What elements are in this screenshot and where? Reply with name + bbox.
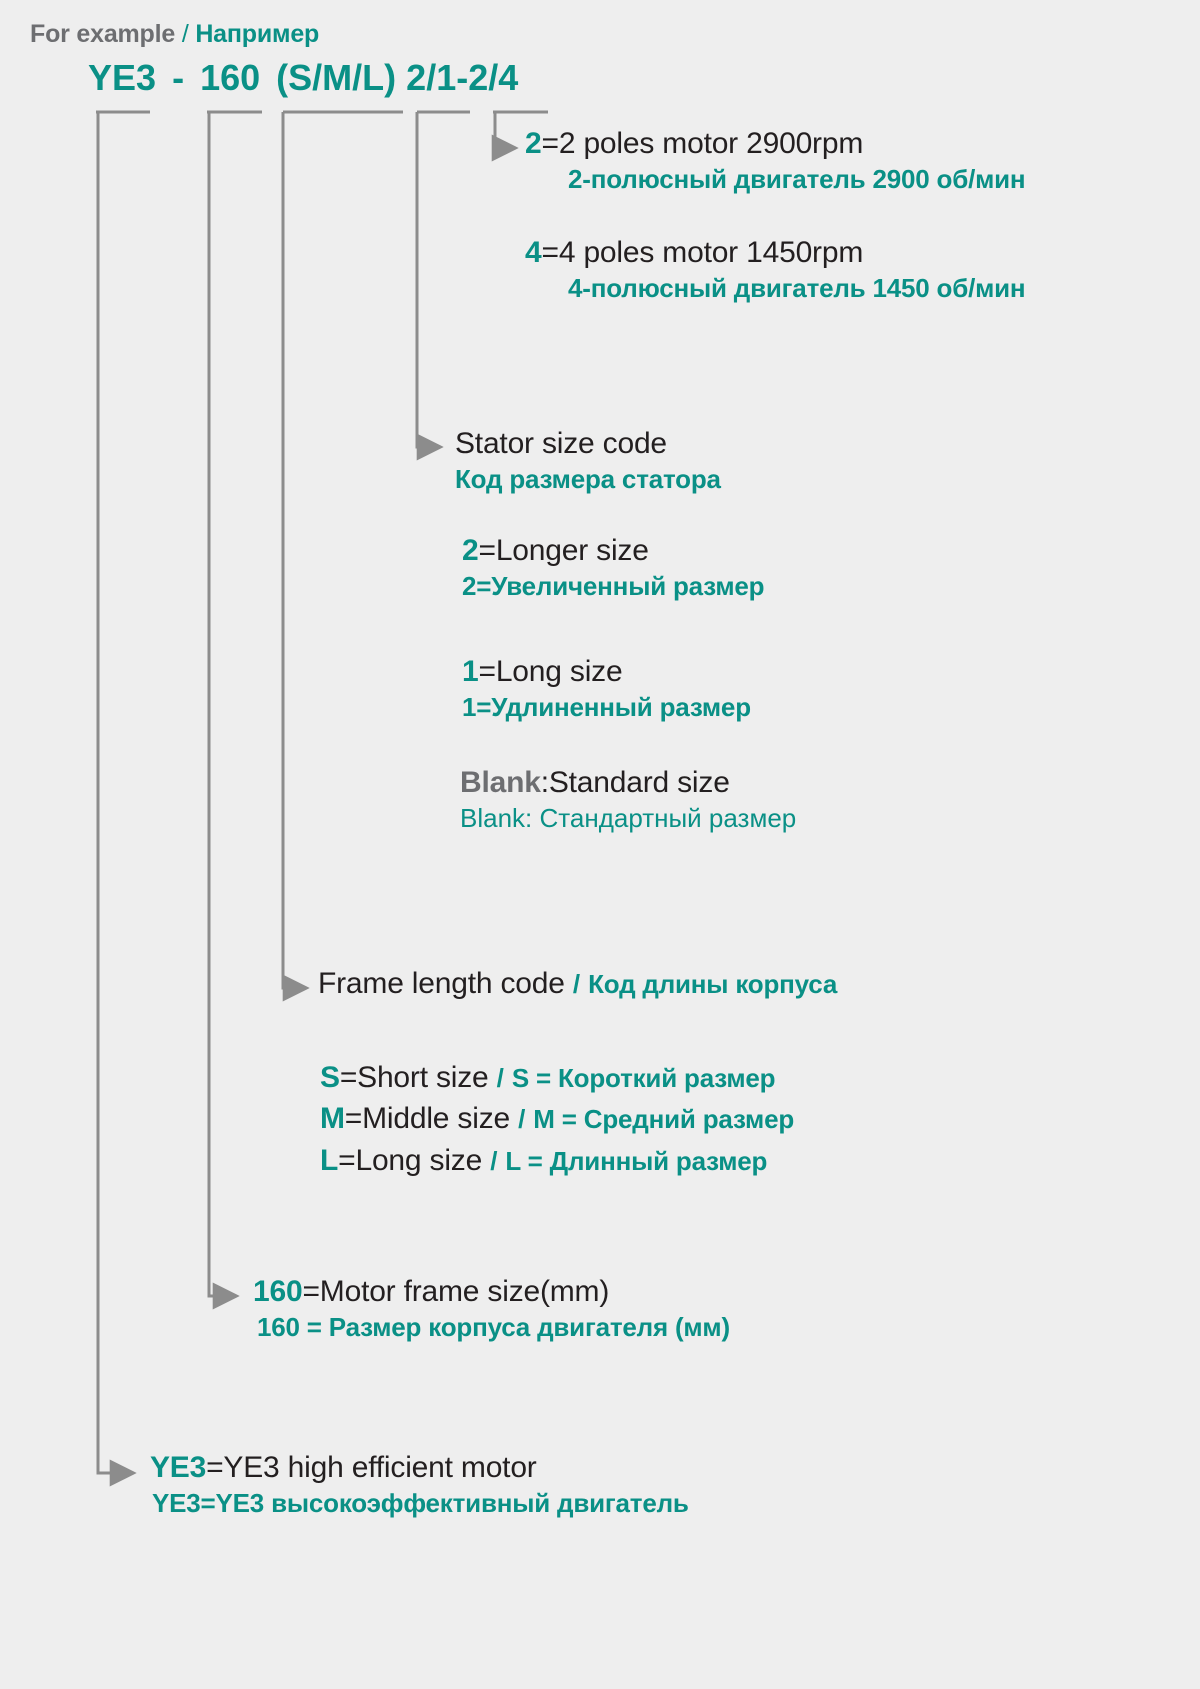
frame-length-code-ru: Код длины корпуса [588, 969, 838, 999]
poles-4-key: 4 [525, 236, 542, 269]
stator-1-en-text: =Long size [478, 655, 623, 688]
annotation-stator-2: 2=Longer size 2=Увеличенный размер [462, 535, 765, 601]
annotation-stator-blank: Blank:Standard size Blank: Стандартный р… [460, 767, 796, 832]
poles-2-en-text: =2 poles motor 2900rpm [541, 127, 864, 160]
model-part-stator-poles: 2/1-2/4 [406, 57, 519, 98]
stator-2-key: 2 [462, 534, 479, 567]
frame-s-line: S=Short size / S = Короткий размер [320, 1057, 794, 1098]
stator-2-en-line: 2=Longer size [462, 535, 764, 567]
series-key: YE3 [150, 1451, 207, 1484]
model-part-series: YE3 [88, 57, 157, 98]
frame-m-slash: / [518, 1104, 526, 1135]
series-en-line: YE3=YE3 high efficient motor [150, 1452, 689, 1484]
poles-4-en-line: 4=4 poles motor 1450rpm [525, 237, 1025, 269]
poles-2-en-line: 2=2 poles motor 2900rpm [525, 128, 1025, 160]
frame-m-ru: M = Средний размер [533, 1104, 795, 1135]
model-part-dash: - [172, 57, 185, 98]
annotation-frame-length-code: Frame length code / Код длины корпуса [318, 968, 837, 1000]
frame-size-en-text: =Motor frame size(mm) [302, 1275, 610, 1308]
frame-m-en: =Middle size [344, 1102, 510, 1136]
frame-length-code-slash: / [572, 969, 580, 999]
stator-2-ru-line: 2=Увеличенный размер [462, 570, 765, 601]
model-part-frame: 160 [200, 57, 261, 98]
stator-1-en-line: 1=Long size [462, 656, 751, 688]
poles-4-en-text: =4 poles motor 1450rpm [541, 236, 864, 269]
frame-s-slash: / [496, 1063, 504, 1093]
frame-size-en-line: 160=Motor frame size(mm) [253, 1276, 730, 1308]
stator-size-code-en: Stator size code [455, 427, 667, 460]
for-example-label-en: For example [30, 20, 176, 48]
annotation-frame-length-list: S=Short size / S = Короткий размер M=Mid… [320, 1057, 794, 1181]
series-ru-line: YE3=YE3 высокоэффективный двигатель [152, 1487, 689, 1518]
frame-l-key: L [320, 1143, 339, 1177]
model-part-length: (S/M/L) [276, 57, 397, 98]
annotation-poles-4: 4=4 poles motor 1450rpm 4-полюсный двига… [525, 237, 1026, 303]
stator-blank-en-text: :Standard size [540, 766, 730, 799]
page-title: For example / Например [30, 20, 319, 49]
frame-m-line: M=Middle size / M = Средний размер [320, 1098, 794, 1139]
poles-4-ru-line: 4-полюсный двигатель 1450 об/мин [568, 272, 1026, 303]
frame-size-key: 160 [253, 1275, 303, 1308]
stator-size-code-ru: Код размера статора [455, 463, 721, 494]
poles-2-ru-line: 2-полюсный двигатель 2900 об/мин [568, 163, 1026, 194]
annotation-frame-size: 160=Motor frame size(mm) 160 = Размер ко… [253, 1276, 730, 1341]
frame-size-ru-line: 160 = Размер корпуса двигателя (мм) [257, 1311, 730, 1342]
for-example-label-ru: Например [195, 20, 320, 48]
frame-l-line: L=Long size / L = Длинный размер [320, 1140, 794, 1181]
stator-1-key: 1 [462, 655, 479, 688]
stator-blank-ru-line: Blank: Стандартный размер [460, 802, 797, 833]
frame-length-code-en: Frame length code [318, 967, 565, 1000]
stator-2-en-text: =Longer size [478, 534, 649, 567]
annotation-poles-2: 2=2 poles motor 2900rpm 2-полюсный двига… [525, 128, 1026, 194]
stator-1-ru-line: 1=Удлиненный размер [462, 691, 751, 722]
stator-blank-en-line: Blank:Standard size [460, 767, 796, 799]
title-separator: / [181, 20, 189, 48]
poles-2-key: 2 [525, 127, 542, 160]
frame-m-key: M [320, 1102, 345, 1136]
series-en-text: =YE3 high efficient motor [206, 1451, 537, 1484]
frame-s-ru: S = Короткий размер [511, 1063, 776, 1093]
frame-length-code-en-line: Frame length code / Код длины корпуса [318, 968, 837, 1000]
frame-s-en: =Short size [339, 1061, 489, 1094]
model-code: YE3 - 160 (S/M/L) 2/1-2/4 [88, 57, 518, 99]
annotation-series: YE3=YE3 high efficient motor YE3=YE3 выс… [150, 1452, 689, 1517]
frame-s-key: S [320, 1061, 340, 1094]
frame-l-slash: / [490, 1145, 498, 1176]
annotation-stator-size-code: Stator size code Код размера статора [455, 428, 721, 493]
frame-l-en: =Long size [338, 1143, 483, 1177]
annotation-stator-1: 1=Long size 1=Удлиненный размер [462, 656, 751, 721]
frame-l-ru: L = Длинный размер [505, 1145, 768, 1176]
stator-blank-key: Blank [460, 766, 541, 799]
